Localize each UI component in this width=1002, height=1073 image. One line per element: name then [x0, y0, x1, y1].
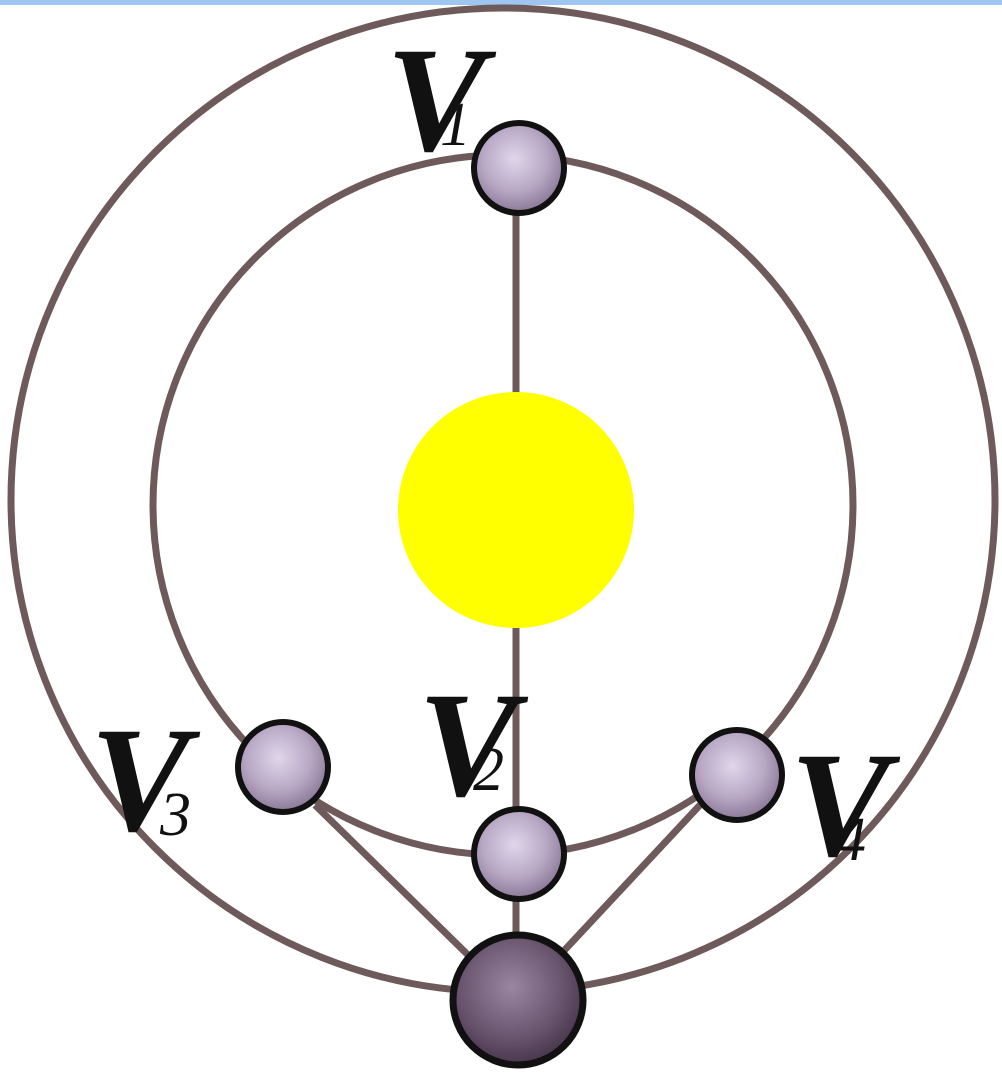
- planet-v1: [474, 123, 564, 213]
- sun: [398, 392, 634, 628]
- label-v3-sub: 3: [159, 781, 191, 849]
- label-v2-sub: 2: [473, 736, 504, 804]
- planet-v3: [238, 722, 328, 812]
- planet-v4: [692, 730, 782, 820]
- earth: [453, 935, 583, 1065]
- label-v4-sub: 4: [835, 806, 866, 874]
- label-v1-sub: 1: [440, 91, 471, 159]
